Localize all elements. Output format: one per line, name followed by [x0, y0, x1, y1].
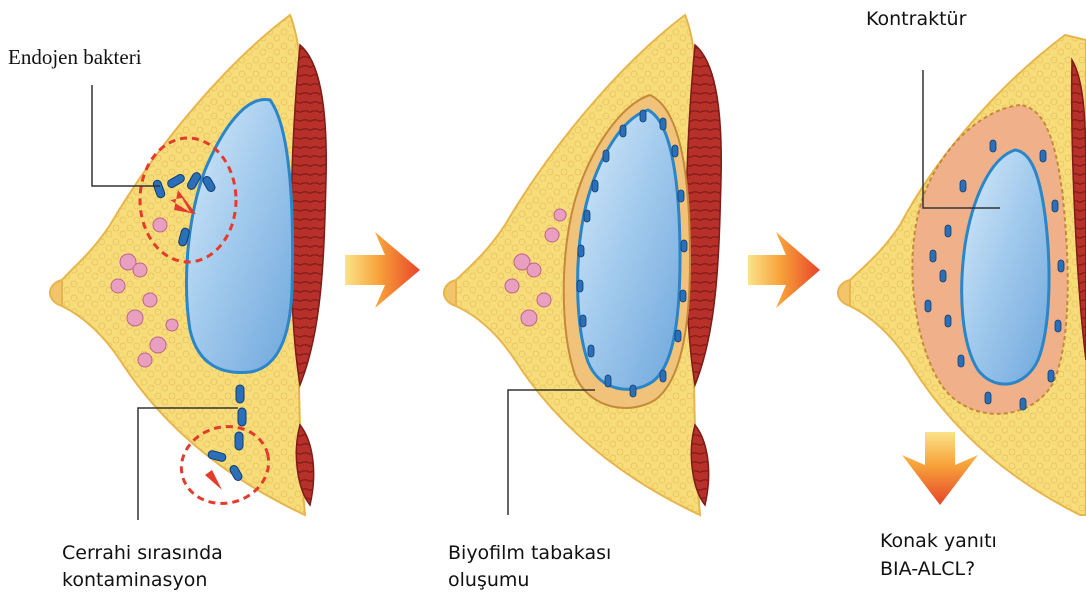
nipple — [838, 280, 850, 306]
panel-2-biofilm — [444, 15, 721, 515]
red-arrow-icon — [205, 470, 222, 490]
label-host-response-line1: Konak yanıtı — [880, 528, 997, 555]
chest-muscle — [291, 45, 326, 385]
progress-arrow-2 — [748, 232, 820, 308]
outcome-arrow-down — [902, 432, 978, 505]
label-endogenous-bacteria: Endojen bakteri — [8, 44, 142, 71]
nipple — [50, 280, 62, 306]
panel-1-contamination — [50, 15, 326, 520]
label-surgical-contamination-line1: Cerrahi sırasında — [62, 540, 223, 567]
label-contracture: Kontraktür — [866, 6, 966, 33]
label-host-response-line2: BIA-ALCL? — [880, 556, 975, 583]
label-biofilm-line2: oluşumu — [448, 567, 529, 594]
chest-muscle — [686, 45, 721, 385]
nipple — [444, 280, 456, 306]
label-biofilm-line1: Biyofilm tabakası — [448, 540, 611, 567]
label-surgical-contamination-line2: kontaminasyon — [62, 567, 207, 594]
progress-arrow-1 — [345, 232, 420, 308]
panel-3-contracture — [838, 35, 1086, 515]
